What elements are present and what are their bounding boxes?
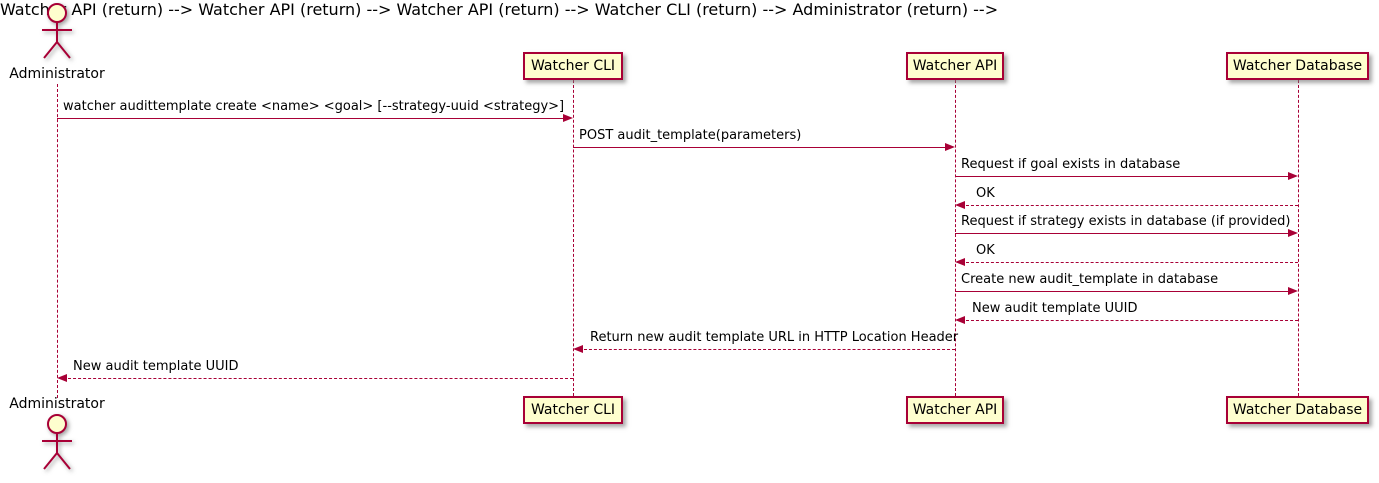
message-label: New audit template UUID [972, 301, 1138, 316]
participant-watcher-cli-top: Watcher CLI [523, 52, 623, 80]
message-arrow [57, 118, 567, 119]
arrowhead [955, 258, 965, 266]
participant-watcher-cli-bottom: Watcher CLI [523, 396, 623, 424]
message-label: POST audit_template(parameters) [579, 128, 802, 143]
message-label: watcher audittemplate create <name> <goa… [63, 99, 565, 114]
participant-label: Watcher CLI [530, 402, 616, 418]
participant-watcher-api-top: Watcher API [906, 52, 1004, 80]
message-arrow [961, 262, 1298, 263]
arrowhead [57, 374, 67, 382]
participant-watcher-api-bottom: Watcher API [906, 396, 1004, 424]
participant-label: Watcher Database [1232, 402, 1363, 418]
message-label: Return new audit template URL in HTTP Lo… [590, 330, 959, 345]
participant-label: Watcher CLI [530, 58, 616, 74]
administrator-actor-icon [42, 3, 72, 59]
message-arrow [961, 205, 1298, 206]
message-label: Create new audit_template in database [961, 272, 1219, 287]
message-arrow [955, 291, 1292, 292]
arrowhead [1288, 287, 1298, 295]
arrowhead [945, 143, 955, 151]
participant-label: Watcher API [912, 58, 998, 74]
participant-label: Watcher API [912, 402, 998, 418]
administrator-label-bottom: Administrator [9, 396, 105, 412]
lifeline-administrator [57, 84, 58, 398]
message-arrow [63, 378, 573, 379]
message-arrow [961, 320, 1298, 321]
message-arrow [579, 349, 955, 350]
arrowhead [955, 201, 965, 209]
arrowhead [563, 114, 573, 122]
message-arrow [955, 176, 1292, 177]
message-label: OK [976, 243, 995, 258]
administrator-actor-icon [42, 414, 72, 470]
arrowhead [573, 345, 583, 353]
message-label: New audit template UUID [73, 359, 239, 374]
message-label: Request if strategy exists in database (… [961, 214, 1291, 229]
message-label: Request if goal exists in database [961, 157, 1181, 172]
lifeline-watcher-api [955, 80, 956, 396]
message-arrow [955, 233, 1292, 234]
lifeline-watcher-cli [573, 80, 574, 396]
arrowhead [955, 316, 965, 324]
arrowhead [1288, 229, 1298, 237]
lifeline-watcher-database [1298, 80, 1299, 396]
participant-label: Watcher Database [1232, 58, 1363, 74]
message-label: OK [976, 186, 995, 201]
administrator-label-top: Administrator [9, 66, 105, 82]
message-arrow [573, 147, 949, 148]
arrowhead [1288, 172, 1298, 180]
participant-watcher-database-bottom: Watcher Database [1226, 396, 1369, 424]
participant-watcher-database-top: Watcher Database [1226, 52, 1369, 80]
